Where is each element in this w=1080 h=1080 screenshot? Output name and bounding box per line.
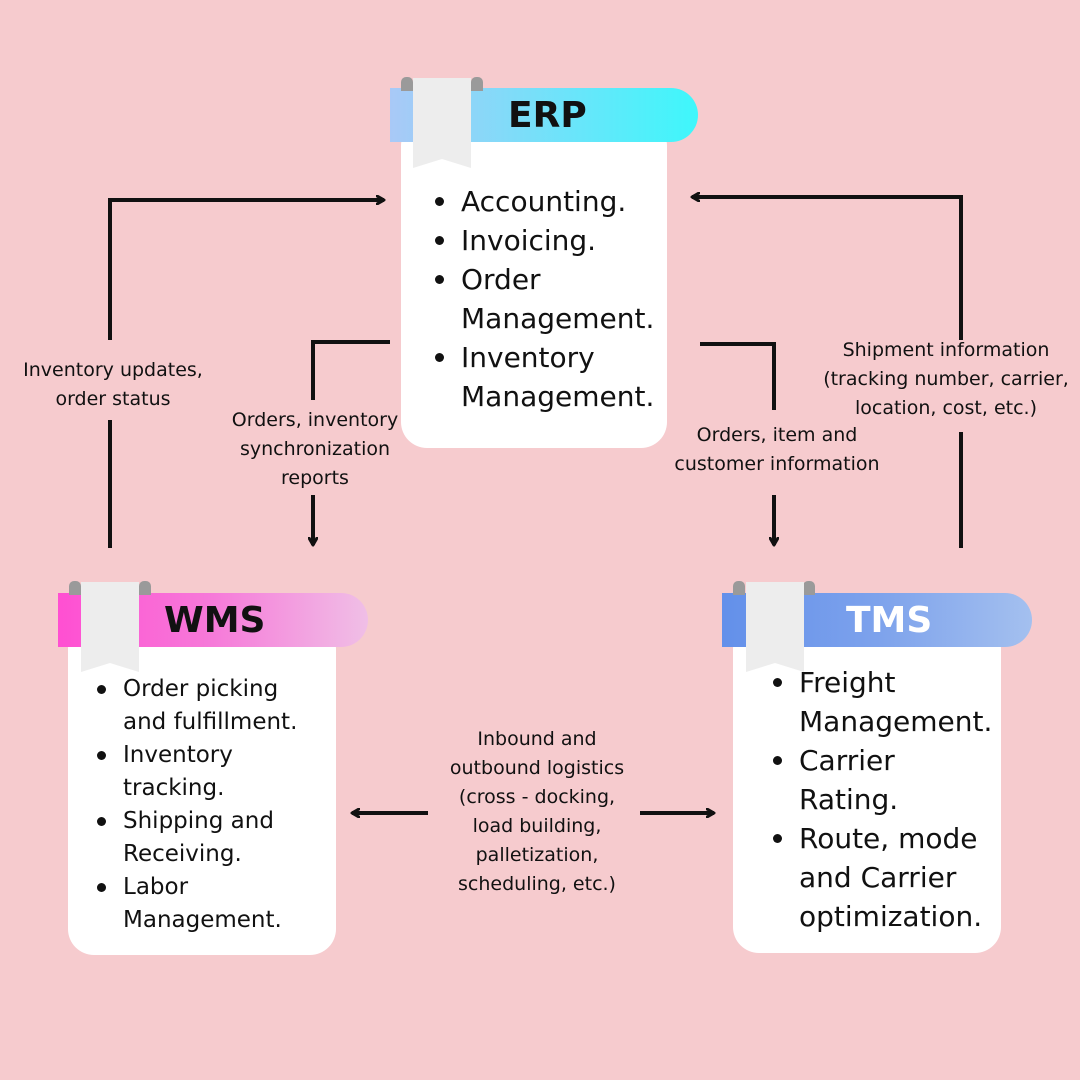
tms-item: Freight Management. [772, 663, 992, 741]
wms-card: Order picking and fulfillment. Inventory… [68, 623, 336, 955]
erp-bookmark-icon [413, 78, 471, 168]
wms-tab-pin [69, 581, 81, 595]
tms-feature-list: Freight Management. Carrier Rating. Rout… [771, 663, 992, 936]
arrow-erp-to-tms-top [700, 342, 776, 410]
erp-item: Order Management. [434, 260, 654, 338]
tms-card: Freight Management. Carrier Rating. Rout… [733, 623, 1001, 953]
flow-label-wms-tms: Inbound and outbound logistics (cross - … [449, 728, 625, 895]
wms-feature-list: Order picking and fulfillment. Inventory… [95, 673, 297, 937]
wms-item: Inventory tracking. [96, 739, 297, 805]
tms-tab-pin [803, 581, 815, 595]
erp-feature-list: Accounting. Invoicing. Order Management.… [433, 182, 654, 416]
tms-item: Carrier Rating. [772, 741, 992, 819]
arrow-wms-to-erp [108, 200, 384, 340]
erp-item: Accounting. [434, 182, 654, 221]
wms-item: Labor Management. [96, 871, 297, 937]
tms-tab-pin [733, 581, 745, 595]
erp-tab-pin [401, 77, 413, 91]
flow-label-tms-to-erp: Shipment information (tracking number, c… [823, 339, 1069, 419]
erp-title: ERP [508, 94, 587, 136]
erp-item: Inventory Management. [434, 338, 654, 416]
wms-item: Order picking and fulfillment. [96, 673, 297, 739]
flow-label-erp-to-tms: Orders, item and customer information [674, 424, 880, 475]
flow-label-wms-to-erp: Inventory updates, order status [23, 359, 203, 410]
wms-item: Shipping and Receiving. [96, 805, 297, 871]
wms-bookmark-icon [81, 582, 139, 672]
arrow-tms-to-erp [692, 197, 963, 340]
tms-item: Route, mode and Carrier optimization. [772, 819, 992, 936]
erp-card: Accounting. Invoicing. Order Management.… [401, 120, 667, 448]
flow-label-erp-to-wms: Orders, inventory synchronization report… [231, 409, 399, 489]
wms-tab-pin [139, 581, 151, 595]
tms-bookmark-icon [746, 582, 804, 672]
tms-title: TMS [846, 599, 933, 641]
arrow-erp-to-wms-top [311, 340, 390, 400]
erp-item: Invoicing. [434, 221, 654, 260]
erp-tab-pin [471, 77, 483, 91]
wms-title: WMS [164, 599, 266, 641]
